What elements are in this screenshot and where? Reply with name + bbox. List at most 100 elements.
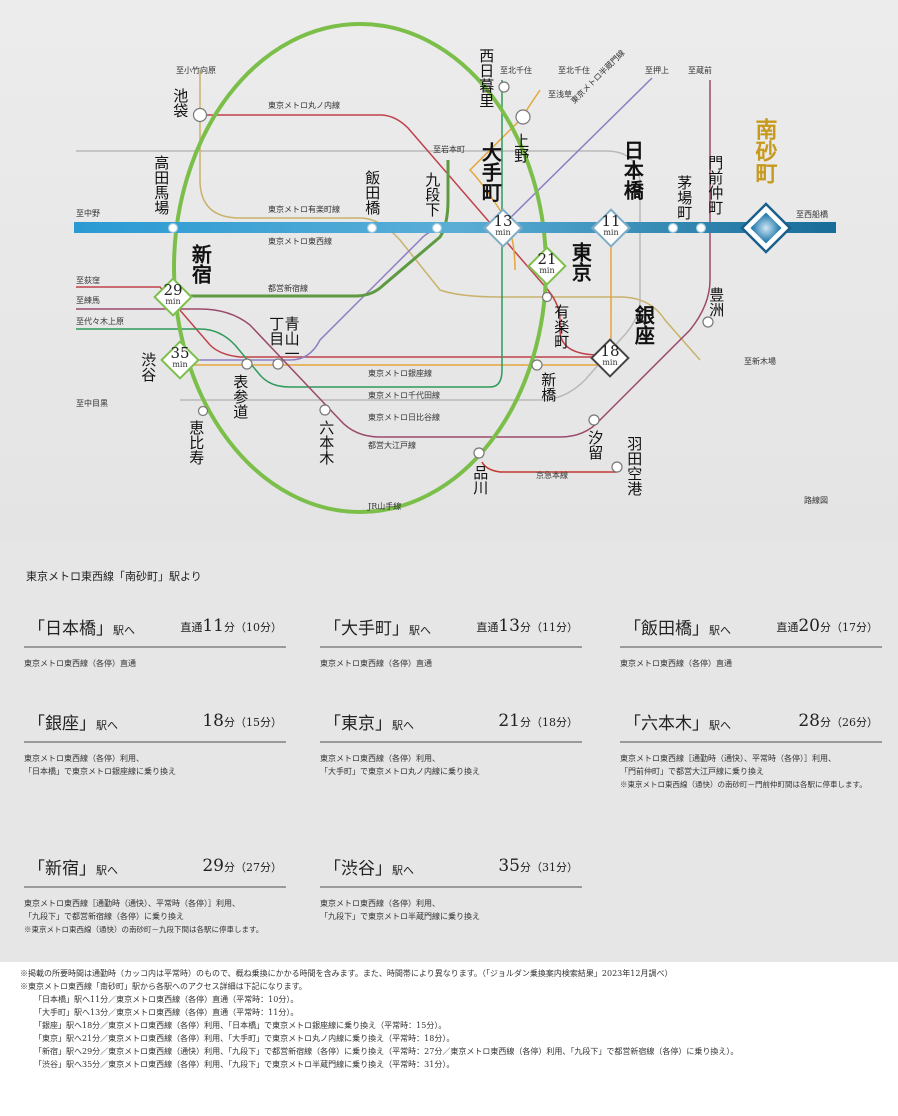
destination-name: 「銀座」駅へ bbox=[28, 714, 118, 734]
destination-card: 「大手町」駅へ直通13分（11分） 東京メトロ東西線（各停）直通 bbox=[320, 610, 582, 671]
destination-name: 「新宿」駅へ bbox=[28, 859, 118, 879]
card-header: 「渋谷」駅へ 35分（31分） bbox=[320, 850, 582, 888]
destination-card: 「飯田橋」駅へ 直通20分（17分） 東京メトロ東西線（各停）直通 bbox=[620, 610, 882, 671]
card-header: 「大手町」駅へ直通13分（11分） bbox=[320, 610, 582, 648]
station-ebisu: 恵比寿 bbox=[187, 420, 206, 465]
station-shibuya: 渋谷 bbox=[139, 352, 158, 382]
footnote-line: 「新宿」駅へ29分／東京メトロ東西線（通快）利用、「九段下」で都営新宿線（各停）… bbox=[34, 1046, 739, 1056]
route-description: 東京メトロ東西線［通勤時（通快）、平常時（各停）］利用、「門前仲町」で都営大江戸… bbox=[620, 753, 882, 791]
direction-shinkiba: 至新木場 bbox=[744, 357, 776, 366]
destination-name: 「東京」駅へ bbox=[324, 714, 414, 734]
station-shimbashi: 新橋 bbox=[539, 372, 558, 402]
route-description: 東京メトロ東西線（各停）利用、「九段下」で東京メトロ半蔵門線に乗り換え bbox=[320, 899, 480, 921]
card-header: 「六本木」駅へ 28分（26分） bbox=[620, 705, 882, 743]
direction-ogikubo: 至荻窪 bbox=[76, 276, 100, 285]
destination-card: 「銀座」駅へ 18分（15分） 東京メトロ東西線（各停）利用、「日本橋」で東京メトロ… bbox=[24, 705, 286, 779]
map-caption: 路線図 bbox=[804, 496, 828, 505]
direction-nishifunabashi: 至西船橋 bbox=[796, 210, 828, 219]
station-shiodome: 汐留 bbox=[586, 430, 605, 460]
route-description: 東京メトロ東西線（各停）直通 bbox=[320, 659, 432, 668]
footnote-line: ※掲載の所要時間は通勤時（カッコ内は平常時）のもので、概ね乗換にかかる時間を含み… bbox=[20, 969, 673, 978]
travel-time: 21分（18分） bbox=[498, 711, 578, 731]
direction-kuramae: 至蔵前 bbox=[688, 66, 712, 75]
station-iidabashi: 飯田橋 bbox=[363, 170, 382, 215]
destination-card: 「六本木」駅へ 28分（26分） 東京メトロ東西線［通勤時（通快）、平常時（各停）］… bbox=[620, 705, 882, 791]
station-minamisunamachi: 南砂町 bbox=[751, 118, 778, 184]
access-title: 東京メトロ東西線「南砂町」駅より bbox=[26, 570, 202, 583]
footnote-line: ※東京メトロ東西線「南砂町」駅から各駅へのアクセス詳細は下記になります。 bbox=[20, 981, 307, 991]
direction-kitasenju-1: 至北千住 bbox=[500, 66, 532, 75]
station-kayabacho: 茅場町 bbox=[675, 175, 694, 220]
line-label-hibiya: 東京メトロ日比谷線 bbox=[368, 413, 440, 422]
station-aoyama-itchome: 青山一丁目 bbox=[267, 316, 301, 361]
station-shinjuku: 新宿 bbox=[188, 244, 213, 284]
footnote-line: 「日本橋」駅へ11分／東京メトロ東西線（各停）直通（平常時：10分）。 bbox=[34, 994, 299, 1004]
line-label-toei-shinjuku: 都営新宿線 bbox=[268, 284, 308, 293]
station-nihonbashi: 日本橋 bbox=[620, 140, 645, 200]
route-map: 東京メトロ丸ノ内線 東京メトロ有楽町線 東京メトロ東西線 都営新宿線 東京メトロ… bbox=[0, 0, 898, 540]
station-takadanobaba: 高田馬場 bbox=[152, 155, 171, 215]
footnote-line: 「大手町」駅へ13分／東京メトロ東西線（各停）直通（平常時：11分）。 bbox=[34, 1007, 299, 1017]
destination-card: 「新宿」駅へ 29分（27分） 東京メトロ東西線［通勤時（通快）、平常時（各停）］利… bbox=[24, 850, 286, 936]
line-label-ginza: 東京メトロ銀座線 bbox=[368, 369, 432, 378]
route-note: ※東京メトロ東西線（通快）の南砂町－門前仲町間は各駅に停車します。 bbox=[620, 779, 867, 789]
destination-card: 「日本橋」駅へ直通11分（10分）東京メトロ東西線（各停）直通 bbox=[24, 610, 286, 671]
station-otemachi: 大手町 bbox=[478, 142, 503, 202]
card-header: 「飯田橋」駅へ 直通20分（17分） bbox=[620, 610, 882, 648]
line-label-tozai: 東京メトロ東西線 bbox=[268, 237, 332, 246]
line-label-chiyoda: 東京メトロ千代田線 bbox=[368, 391, 440, 400]
station-yurakucho: 有楽町 bbox=[552, 304, 571, 349]
destination-name: 「六本木」駅へ bbox=[624, 714, 731, 734]
route-description: 東京メトロ東西線（各停）利用、「日本橋」で東京メトロ銀座線に乗り換え bbox=[24, 754, 176, 776]
direction-asakusa: 至浅草 bbox=[548, 90, 572, 99]
direction-kotake: 至小竹向原 bbox=[176, 66, 216, 75]
destination-card: 「渋谷」駅へ 35分（31分） 東京メトロ東西線（各停）利用、「九段下」で東京メトロ… bbox=[320, 850, 582, 924]
access-times-section: 東京メトロ東西線「南砂町」駅より 「日本橋」駅へ 直通11分（10分） 東京メトロ東… bbox=[0, 540, 898, 960]
direction-nakameguro: 至中目黒 bbox=[76, 399, 108, 408]
travel-time: 35分（31分） bbox=[498, 856, 578, 876]
footnote-line: 「銀座」駅へ18分／東京メトロ東西線（各停）利用、「日本橋」で東京メトロ銀座線に… bbox=[34, 1020, 447, 1030]
station-ikebukuro: 池袋 bbox=[171, 88, 190, 118]
route-description: 東京メトロ東西線［通勤時（通快）、平常時（各停）］利用、「九段下」で都営新宿線（… bbox=[24, 898, 286, 936]
footnotes: ※掲載の所要時間は通勤時（カッコ内は平常時）のもので、概ね乗換にかかる時間を含み… bbox=[0, 962, 898, 1116]
station-nishinippori: 西日暮里 bbox=[477, 48, 496, 108]
station-omotesando: 表参道 bbox=[231, 374, 250, 419]
route-description: 東京メトロ東西線（各停）直通 bbox=[620, 659, 732, 668]
footnote-line: 「東京」駅へ21分／東京メトロ東西線（各停）利用、「大手町」で東京メトロ丸ノ内線… bbox=[34, 1033, 455, 1043]
travel-time: 直通20分（17分） bbox=[776, 616, 878, 636]
direction-oshiage: 至押上 bbox=[645, 66, 669, 75]
route-note: ※東京メトロ東西線（通快）の南砂町－九段下間は各駅に停車します。 bbox=[24, 924, 264, 934]
card-header: 「東京」駅へ 21分（18分） bbox=[320, 705, 582, 743]
line-label-yamanote: JR山手線 bbox=[368, 502, 402, 511]
line-label-keikyu: 京急本線 bbox=[536, 471, 568, 480]
direction-yoyogi-uehara: 至代々木上原 bbox=[76, 317, 124, 326]
station-monzen-nakacho: 門前仲町 bbox=[706, 155, 725, 215]
direction-nerima: 至練馬 bbox=[76, 296, 100, 305]
station-shinagawa: 品川 bbox=[471, 465, 490, 495]
travel-time: 直通13分（11分） bbox=[476, 616, 578, 636]
direction-kitasenju-2: 至北千住 bbox=[558, 66, 590, 75]
destination-name: 「渋谷」駅へ bbox=[324, 859, 414, 879]
travel-time: 28分（26分） bbox=[798, 711, 878, 731]
card-header: 「新宿」駅へ 29分（27分） bbox=[24, 850, 286, 888]
station-toyosu: 豊洲 bbox=[707, 287, 726, 317]
direction-iwamotocho: 至岩本町 bbox=[433, 145, 465, 154]
travel-time: 直通11分（10分） bbox=[180, 616, 282, 636]
destination-name: 「日本橋」駅へ bbox=[28, 619, 135, 639]
station-roppongi: 六本木 bbox=[317, 420, 336, 465]
station-haneda-airport: 羽田空港 bbox=[625, 436, 644, 496]
travel-time: 29分（27分） bbox=[202, 856, 282, 876]
station-ginza: 銀座 bbox=[631, 305, 656, 345]
station-kudanshita: 九段下 bbox=[423, 172, 442, 217]
station-tokyo: 東京 bbox=[568, 242, 593, 282]
destination-name: 「飯田橋」駅へ bbox=[624, 619, 731, 639]
travel-time: 18分（15分） bbox=[202, 711, 282, 731]
line-label-oedo: 都営大江戸線 bbox=[368, 441, 416, 450]
direction-nakano: 至中野 bbox=[76, 209, 100, 218]
